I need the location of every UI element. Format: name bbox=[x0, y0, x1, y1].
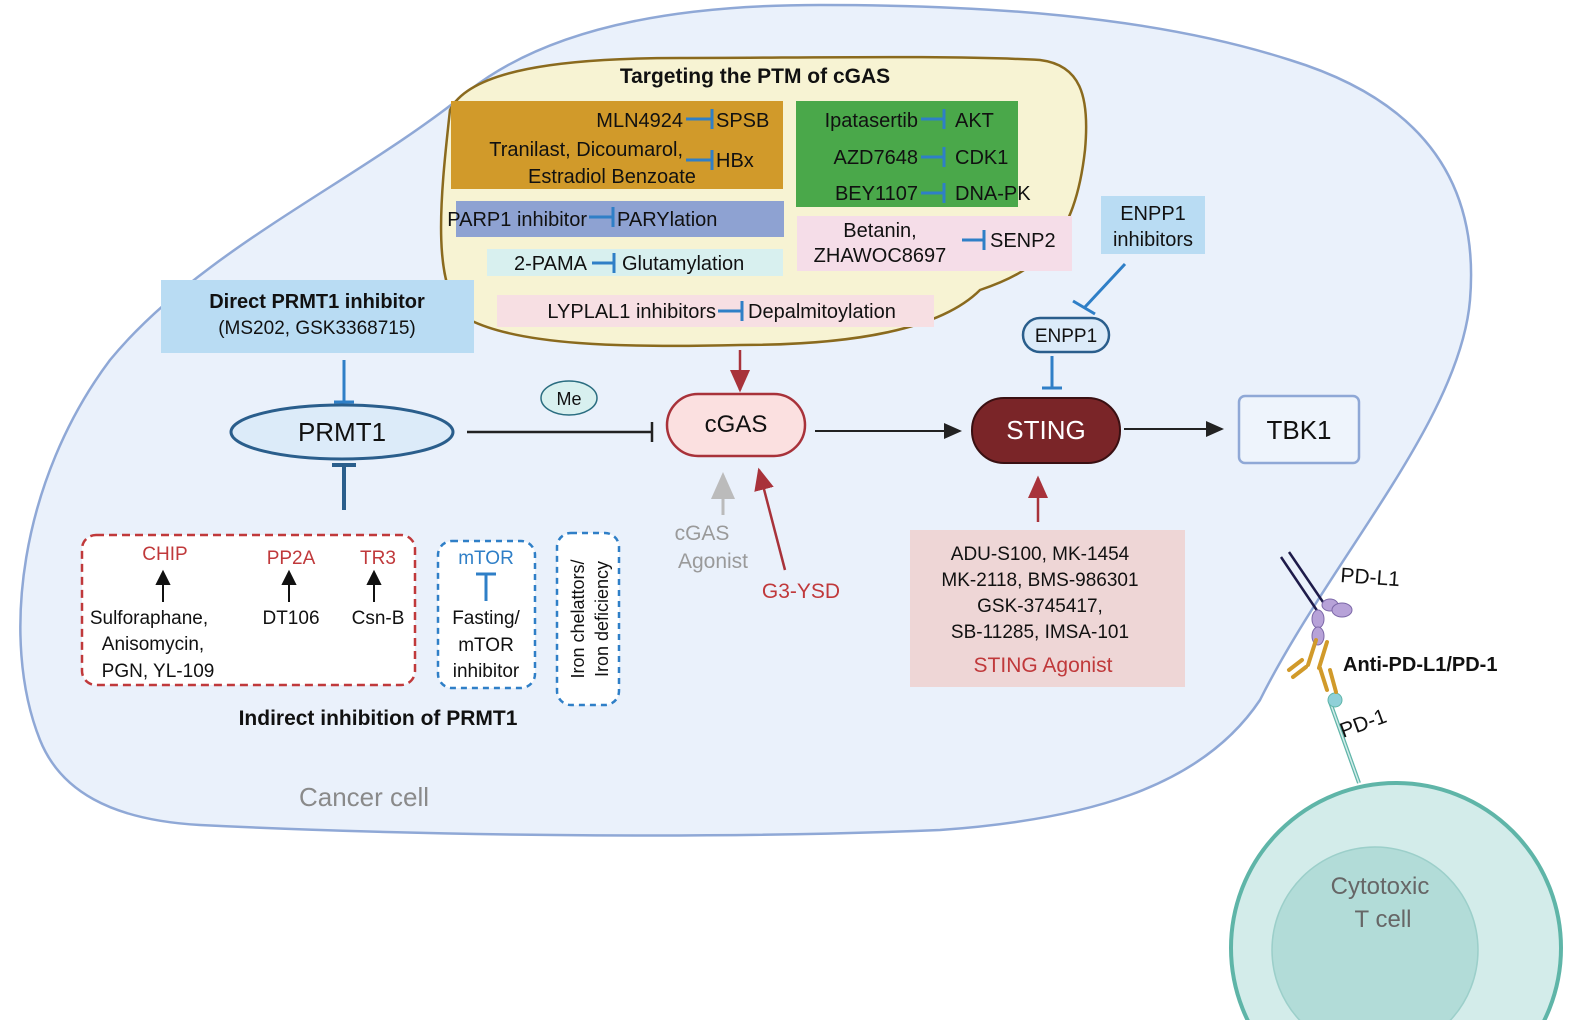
target-spsb: SPSB bbox=[716, 110, 769, 132]
drug-ipatasertib: Ipatasertib bbox=[825, 110, 918, 132]
lyplal1-box bbox=[497, 295, 934, 327]
orange-box bbox=[451, 101, 783, 189]
chip-drugs-1: Sulforaphane, bbox=[90, 608, 208, 629]
target-glutamylation: Glutamylation bbox=[622, 253, 744, 275]
drug-estradiol: Estradiol Benzoate bbox=[528, 166, 696, 188]
prmt1-label: PRMT1 bbox=[298, 417, 386, 447]
prmt1-node[interactable] bbox=[229, 403, 455, 461]
iron-line2: Iron deficiency bbox=[592, 561, 612, 677]
drug-tranilast: Tranilast, Dicoumarol, bbox=[489, 139, 683, 161]
mtor-drugs-3: inhibitor bbox=[453, 661, 520, 682]
methyl-badge bbox=[540, 380, 598, 416]
enpp1-label: ENPP1 bbox=[1035, 326, 1097, 347]
indirect-mtor-box bbox=[436, 539, 537, 690]
sting-agonist-drugs-3: GSK-3745417, bbox=[977, 596, 1103, 617]
tr3-label: TR3 bbox=[360, 548, 396, 569]
drug-betanin: Betanin, bbox=[843, 220, 916, 242]
cancer-cell-label: Cancer cell bbox=[299, 782, 429, 812]
indirect-title: Indirect inhibition of PRMT1 bbox=[239, 707, 518, 730]
sting-agonist-label: STING Agonist bbox=[974, 654, 1113, 677]
mtor-label: mTOR bbox=[458, 548, 514, 569]
chip-label: CHIP bbox=[142, 544, 187, 565]
enpp1-inhibitors-line2: inhibitors bbox=[1113, 229, 1193, 251]
target-hbx: HBx bbox=[716, 150, 754, 172]
indirect-iron-box bbox=[555, 531, 621, 707]
sting-agonist-box bbox=[910, 530, 1185, 687]
pd-l1-label: PD-L1 bbox=[1340, 564, 1401, 591]
g3-ysd-label: G3-YSD bbox=[762, 580, 840, 603]
drug-bey1107: BEY1107 bbox=[835, 183, 918, 205]
indirect-red-box bbox=[80, 533, 417, 687]
enpp1-node[interactable] bbox=[1021, 316, 1111, 354]
ptm-title: Targeting the PTM of cGAS bbox=[620, 65, 890, 88]
cgas-label: cGAS bbox=[705, 411, 768, 438]
anti-pd-label: Anti-PD-L1/PD-1 bbox=[1343, 654, 1497, 676]
drug-parp1-inhibitor: PARP1 inhibitor bbox=[447, 209, 587, 231]
t-cell-label-2: T cell bbox=[1355, 906, 1412, 933]
tbk1-label: TBK1 bbox=[1266, 415, 1331, 445]
mtor-drugs-1: Fasting/ bbox=[452, 608, 520, 629]
pp2a-drug: DT106 bbox=[262, 608, 319, 629]
methyl-label: Me bbox=[556, 389, 581, 409]
cgas-agonist-line1: cGAS bbox=[675, 522, 730, 545]
target-parylation: PARYlation bbox=[617, 209, 717, 231]
iron-line1: Iron chelattors/ bbox=[568, 559, 588, 678]
sting-agonist-drugs-4: SB-11285, IMSA-101 bbox=[951, 622, 1129, 643]
target-senp2: SENP2 bbox=[990, 230, 1056, 252]
target-akt: AKT bbox=[955, 110, 994, 132]
drug-lyplal1-inhibitors: LYPLAL1 inhibitors bbox=[547, 301, 716, 323]
target-dna-pk: DNA-PK bbox=[955, 183, 1031, 205]
chip-drugs-2: Anisomycin, bbox=[102, 634, 204, 655]
mtor-drugs-2: mTOR bbox=[458, 635, 514, 656]
target-depalmitoylation: Depalmitoylation bbox=[748, 301, 896, 323]
parp-box bbox=[456, 201, 784, 237]
drug-2-pama: 2-PAMA bbox=[514, 253, 588, 275]
glutamylation-box bbox=[487, 249, 783, 276]
senp2-box bbox=[797, 216, 1072, 271]
pd-1-receptor bbox=[1327, 692, 1361, 784]
drug-mln4924: MLN4924 bbox=[596, 110, 683, 132]
cgas-node[interactable] bbox=[665, 392, 807, 458]
enpp1-inhibitors-box bbox=[1101, 196, 1205, 254]
drug-azd7648: AZD7648 bbox=[834, 147, 919, 169]
pd-1-label: PD-1 bbox=[1337, 705, 1390, 743]
direct-inhibitor-subtitle: (MS202, GSK3368715) bbox=[218, 318, 416, 339]
chip-drugs-3: PGN, YL-109 bbox=[102, 661, 215, 682]
drug-zhawoc8697: ZHAWOC8697 bbox=[814, 245, 947, 267]
green-box bbox=[796, 101, 1018, 207]
tr3-drug: Csn-B bbox=[352, 608, 405, 629]
t-cell-nucleus bbox=[1271, 846, 1479, 1020]
direct-inhibitor-title: Direct PRMT1 inhibitor bbox=[209, 291, 425, 313]
pp2a-label: PP2A bbox=[267, 548, 316, 569]
sting-node[interactable] bbox=[971, 397, 1121, 464]
t-cell-label-1: Cytotoxic bbox=[1331, 873, 1430, 900]
direct-prmt1-inhibitor-box bbox=[161, 280, 474, 353]
sting-agonist-drugs-2: MK-2118, BMS-986301 bbox=[941, 570, 1138, 591]
pd-l1-receptor bbox=[1279, 551, 1353, 646]
enpp1-inhibitors-line1: ENPP1 bbox=[1120, 203, 1186, 225]
cgas-agonist-line2: Agonist bbox=[678, 550, 748, 573]
antibody-icon bbox=[1287, 638, 1338, 694]
sting-agonist-drugs-1: ADU-S100, MK-1454 bbox=[951, 544, 1130, 565]
tbk1-node[interactable] bbox=[1237, 394, 1361, 465]
sting-label: STING bbox=[1006, 415, 1085, 445]
target-cdk1: CDK1 bbox=[955, 147, 1008, 169]
